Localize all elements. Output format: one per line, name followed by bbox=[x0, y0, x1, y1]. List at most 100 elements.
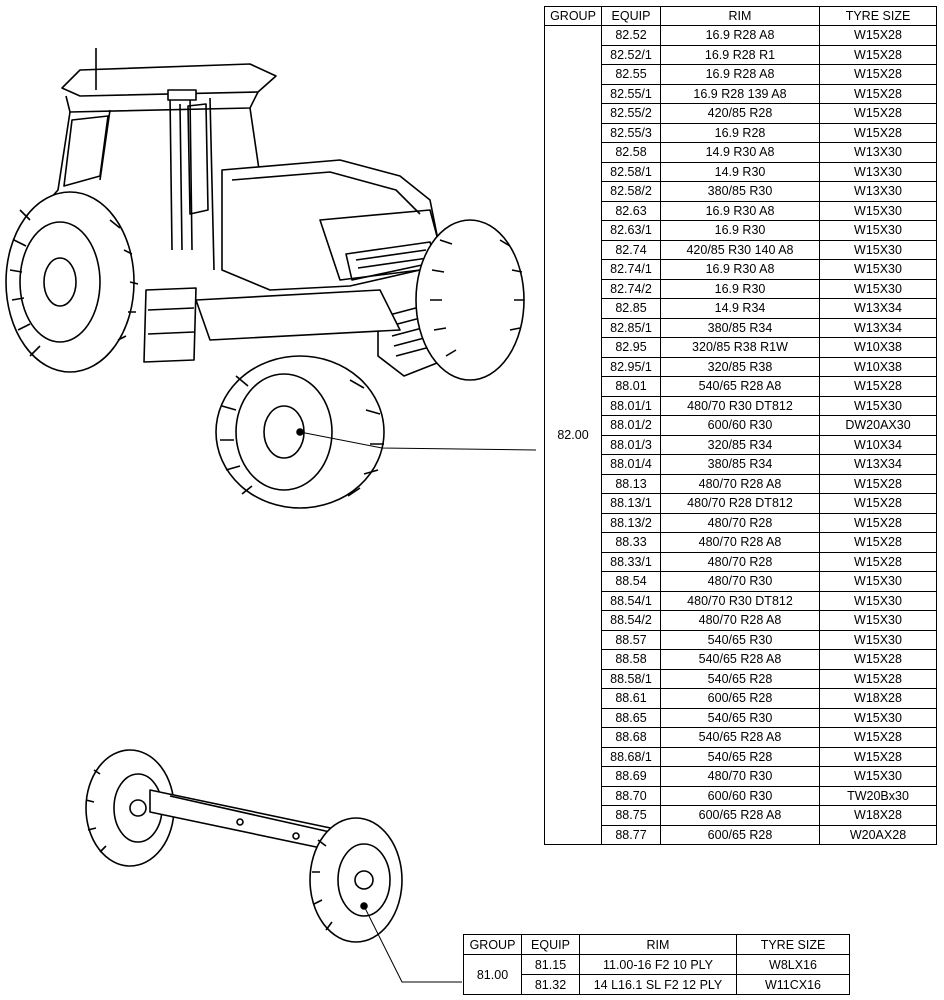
rim-cell: 540/65 R28 A8 bbox=[660, 376, 820, 397]
rim-cell: 16.9 R28 A8 bbox=[660, 64, 820, 85]
header-tyre-size: TYRE SIZE bbox=[819, 6, 937, 26]
rim-cell: 16.9 R30 bbox=[660, 278, 820, 299]
tyre-size-cell: W10X38 bbox=[819, 356, 937, 377]
tyre-size-cell: W20AX28 bbox=[819, 824, 937, 845]
tyre-size-cell: W15X30 bbox=[819, 707, 937, 728]
rim-cell: 480/70 R28 A8 bbox=[660, 610, 820, 631]
tyre-size-cell: W15X28 bbox=[819, 512, 937, 533]
tyre-size-cell: W15X30 bbox=[819, 610, 937, 631]
rim-cell: 420/85 R30 140 A8 bbox=[660, 239, 820, 260]
rim-cell: 320/85 R34 bbox=[660, 434, 820, 455]
tyre-size-cell: W15X30 bbox=[819, 629, 937, 650]
equip-cell: 82.85/1 bbox=[601, 317, 661, 338]
tyre-size-cell: W15X28 bbox=[819, 727, 937, 748]
equip-cell: 82.55/3 bbox=[601, 122, 661, 143]
rim-cell: 14.9 R30 bbox=[660, 161, 820, 182]
equip-cell: 82.74/2 bbox=[601, 278, 661, 299]
equip-cell: 88.57 bbox=[601, 629, 661, 650]
equip-cell: 82.55 bbox=[601, 64, 661, 85]
equip-cell: 88.69 bbox=[601, 766, 661, 787]
rim-cell: 540/65 R28 bbox=[660, 668, 820, 689]
equip-cell: 88.58 bbox=[601, 649, 661, 670]
equip-cell: 88.58/1 bbox=[601, 668, 661, 689]
rim-cell: 540/65 R28 bbox=[660, 746, 820, 767]
tyre-size-cell: W13X30 bbox=[819, 181, 937, 202]
equip-cell: 88.01/3 bbox=[601, 434, 661, 455]
rim-cell: 480/70 R30 bbox=[660, 571, 820, 592]
tractor-drawing bbox=[5, 48, 537, 509]
rim-cell: 480/70 R28 A8 bbox=[660, 532, 820, 553]
equip-cell: 88.13 bbox=[601, 473, 661, 494]
tyre-size-cell: W13X34 bbox=[819, 298, 937, 319]
tyre-size-cell: W15X30 bbox=[819, 590, 937, 611]
equip-cell: 82.74/1 bbox=[601, 259, 661, 280]
rim-cell: 16.9 R30 A8 bbox=[660, 259, 820, 280]
rim-cell: 14 L16.1 SL F2 12 PLY bbox=[579, 974, 737, 995]
equip-cell: 82.55/2 bbox=[601, 103, 661, 124]
rim-cell: 16.9 R28 139 A8 bbox=[660, 83, 820, 104]
tyre-size-cell: W15X28 bbox=[819, 103, 937, 124]
tyre-size-cell: W11CX16 bbox=[736, 974, 850, 995]
rim-cell: 480/70 R30 DT812 bbox=[660, 395, 820, 416]
rim-cell: 480/70 R28 bbox=[660, 512, 820, 533]
rim-cell: 480/70 R30 DT812 bbox=[660, 590, 820, 611]
rim-cell: 380/85 R34 bbox=[660, 454, 820, 475]
equip-cell: 82.55/1 bbox=[601, 83, 661, 104]
tyre-size-cell: W15X28 bbox=[819, 493, 937, 514]
tyre-size-cell: W10X34 bbox=[819, 434, 937, 455]
rim-cell: 600/60 R30 bbox=[660, 785, 820, 806]
tyre-size-cell: W15X30 bbox=[819, 239, 937, 260]
tyre-size-cell: W15X30 bbox=[819, 395, 937, 416]
rim-cell: 320/85 R38 R1W bbox=[660, 337, 820, 358]
tyre-size-cell: W18X28 bbox=[819, 805, 937, 826]
tyre-size-cell: W15X30 bbox=[819, 259, 937, 280]
equip-cell: 82.74 bbox=[601, 239, 661, 260]
header-group: GROUP bbox=[463, 934, 522, 955]
tyre-size-cell: W15X28 bbox=[819, 473, 937, 494]
equip-cell: 82.85 bbox=[601, 298, 661, 319]
equip-cell: 81.15 bbox=[521, 954, 580, 975]
tyre-size-cell: W15X28 bbox=[819, 122, 937, 143]
equip-cell: 82.95/1 bbox=[601, 356, 661, 377]
header-equip: EQUIP bbox=[521, 934, 580, 955]
equip-cell: 88.61 bbox=[601, 688, 661, 709]
rim-cell: 320/85 R38 bbox=[660, 356, 820, 377]
tyre-size-cell: W15X30 bbox=[819, 766, 937, 787]
tyre-size-cell: W15X28 bbox=[819, 376, 937, 397]
rim-cell: 16.9 R28 A8 bbox=[660, 25, 820, 46]
rim-cell: 540/65 R28 A8 bbox=[660, 727, 820, 748]
equip-cell: 88.13/2 bbox=[601, 512, 661, 533]
rim-cell: 16.9 R30 A8 bbox=[660, 200, 820, 221]
tyre-size-cell: W15X30 bbox=[819, 200, 937, 221]
tyre-size-cell: W13X30 bbox=[819, 161, 937, 182]
equip-cell: 88.33/1 bbox=[601, 551, 661, 572]
header-rim: RIM bbox=[579, 934, 737, 955]
equip-cell: 88.33 bbox=[601, 532, 661, 553]
